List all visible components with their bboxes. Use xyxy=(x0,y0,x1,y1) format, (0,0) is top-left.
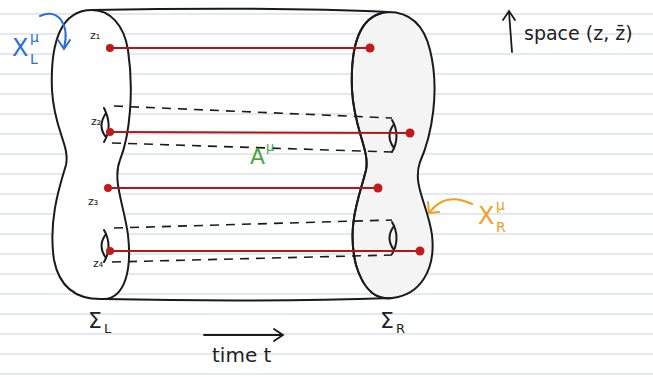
axis-label: time t xyxy=(212,345,271,365)
field-symbol: X xyxy=(12,36,28,60)
point-label: z₄ xyxy=(93,258,103,269)
subscript: R xyxy=(396,322,405,335)
superscript: μ xyxy=(496,198,505,212)
subscript: L xyxy=(104,322,111,335)
superscript: μ xyxy=(30,30,39,44)
point-label: z₃ xyxy=(88,196,98,207)
subscript: R xyxy=(496,220,506,234)
axis-label: space (z, z̄) xyxy=(524,24,633,43)
point-label: z₁ xyxy=(90,30,100,41)
field-symbol: A xyxy=(250,146,265,168)
surface-label: Σ xyxy=(380,310,394,332)
surface-label: Σ xyxy=(88,310,102,332)
point-label: z₂ xyxy=(91,116,101,127)
superscript: μ xyxy=(266,140,274,153)
subscript: L xyxy=(30,52,38,66)
field-symbol: X xyxy=(478,204,494,228)
